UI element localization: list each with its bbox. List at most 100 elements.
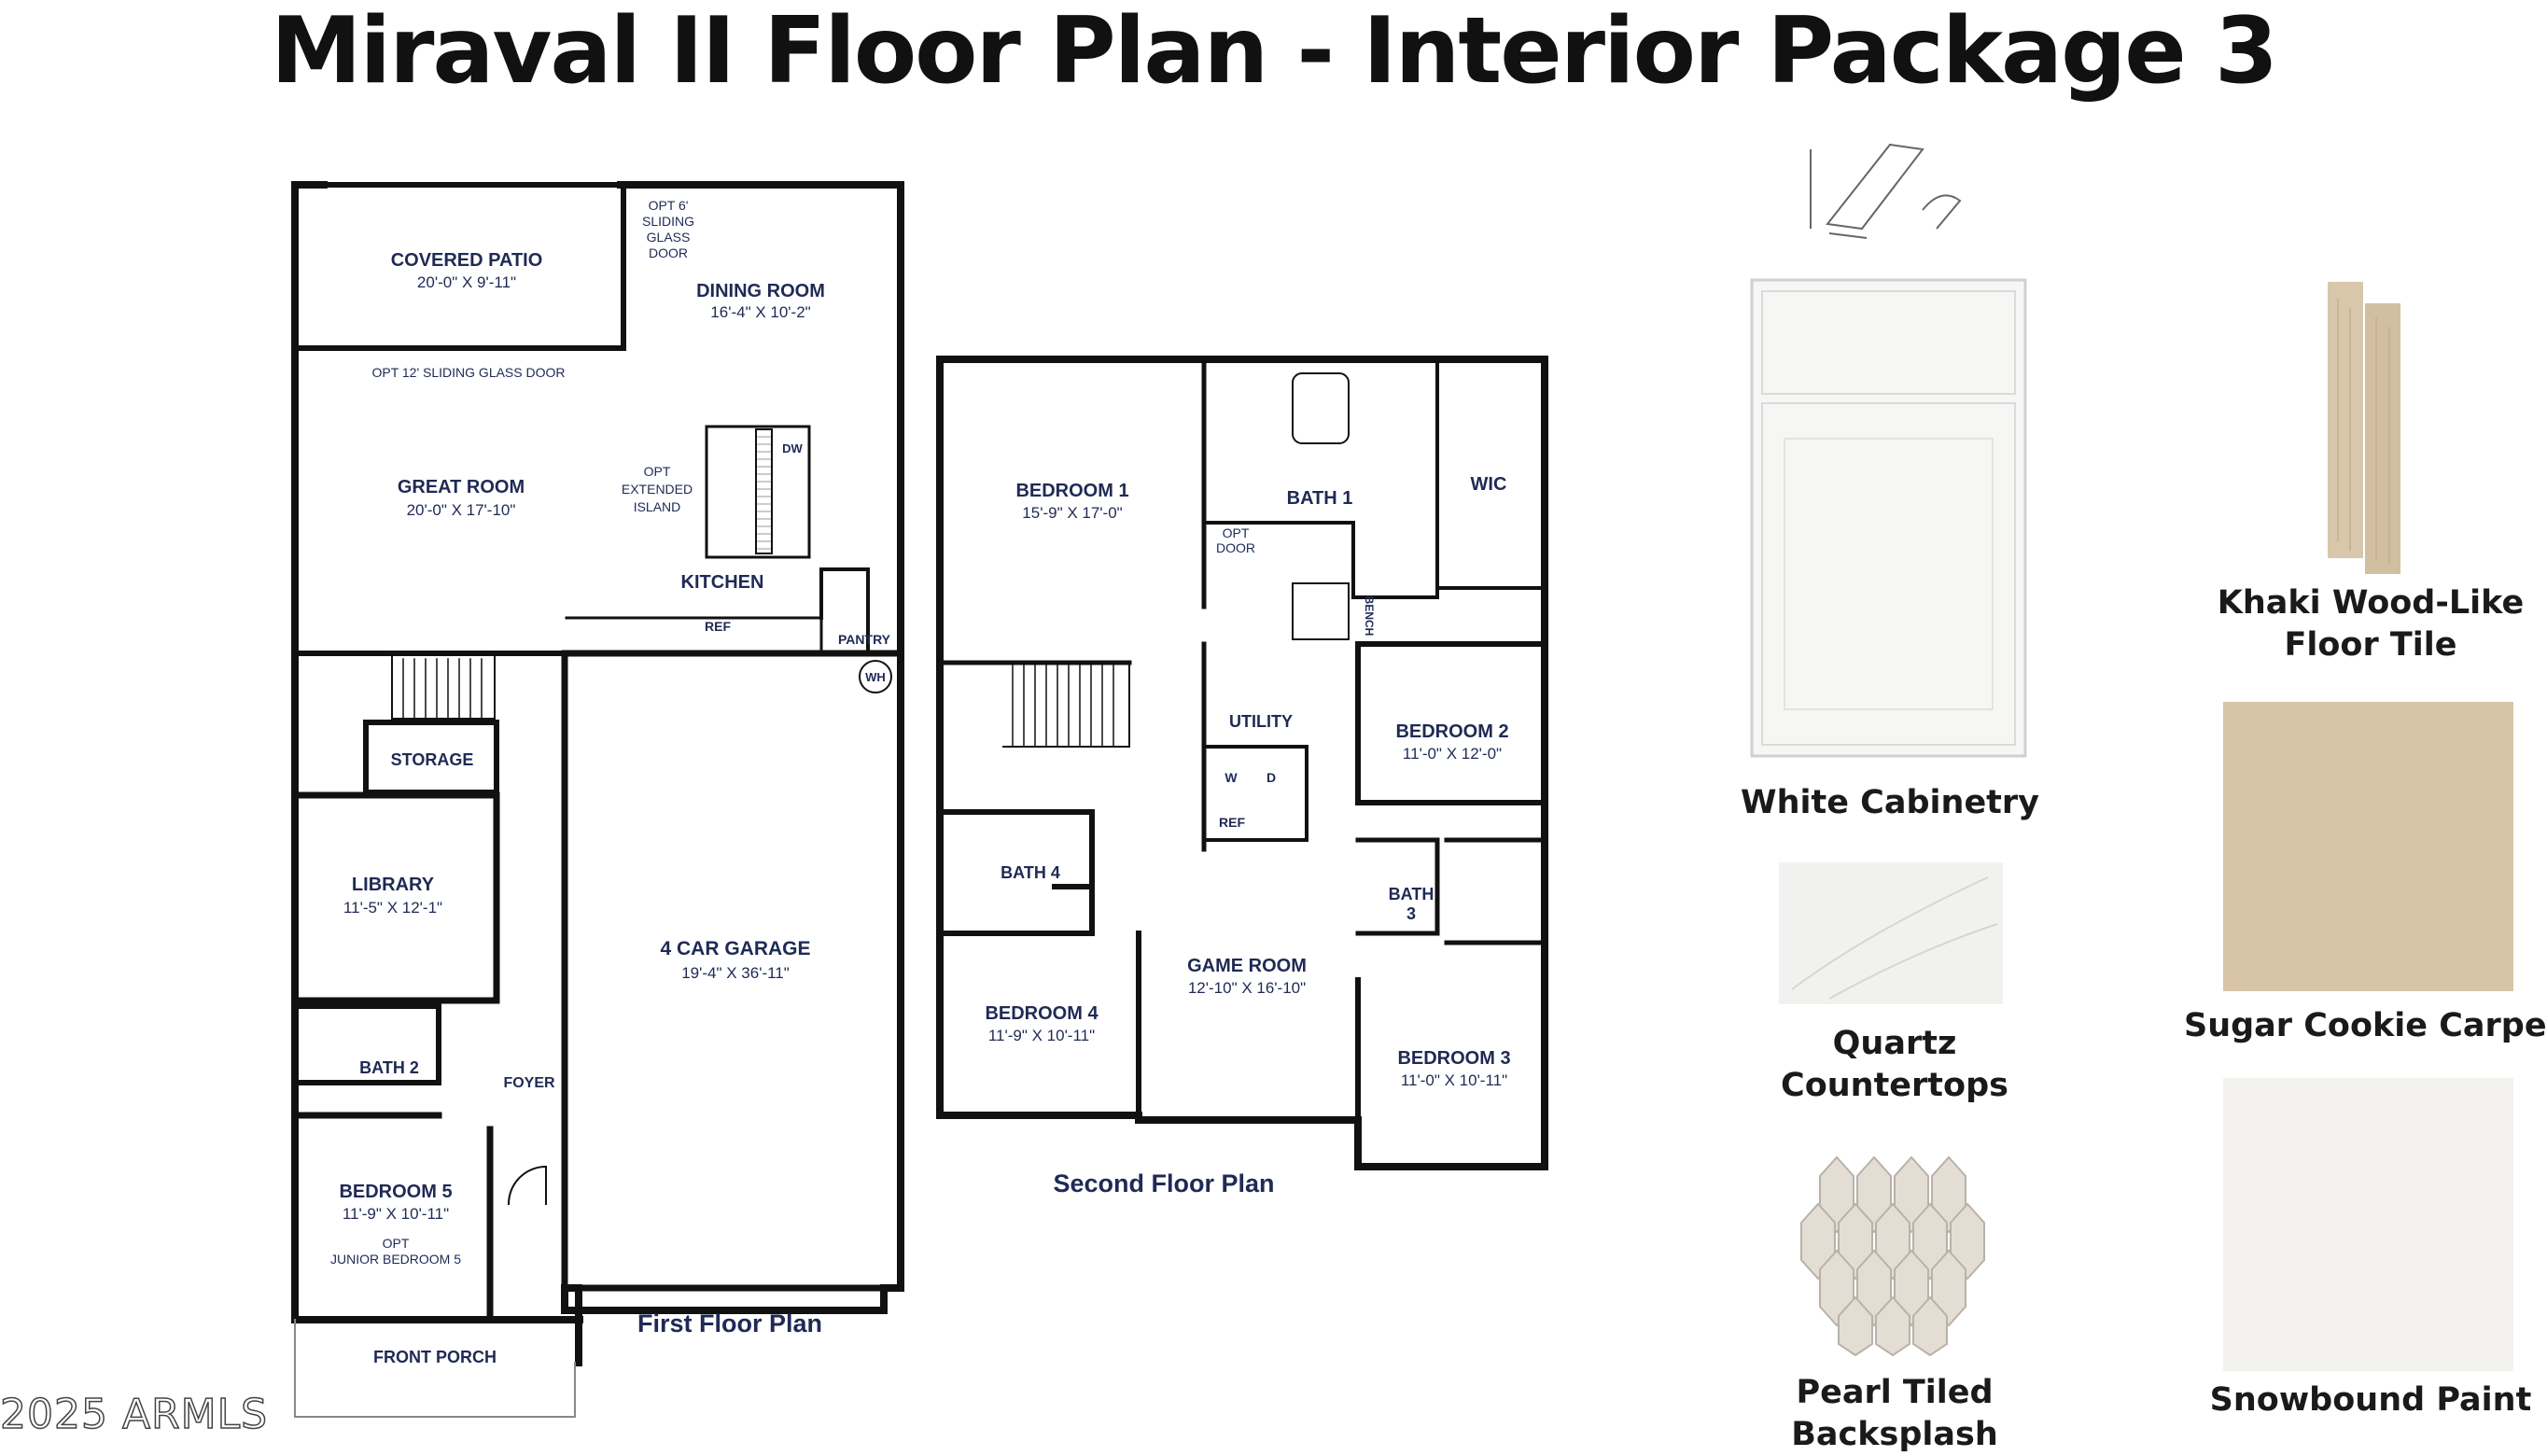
backsplash-label-line2: Backsplash xyxy=(1791,1416,1998,1453)
sf-utility-wall xyxy=(1202,745,1308,842)
bench-label: BENCH xyxy=(1363,596,1376,637)
bedroom4-dim: 11'-9" X 10'-11" xyxy=(988,1027,1095,1044)
garage-dim: 19'-4" X 36'-11" xyxy=(681,964,790,982)
library-dim: 11'-5" X 12'-1" xyxy=(343,899,442,917)
opt-slider-note-4: DOOR xyxy=(649,245,688,260)
game-room-dim: 12'-10" X 16'-10" xyxy=(1188,979,1306,997)
crown-molding-sketch xyxy=(1810,143,1962,239)
opt-slider-note-1: OPT 6' xyxy=(649,198,689,213)
ref-label-sf: REF xyxy=(1219,815,1245,830)
paint-swatch xyxy=(2223,1078,2513,1371)
opt-island-note-3: ISLAND xyxy=(634,499,681,514)
bedroom5-wall xyxy=(291,1112,494,1323)
covered-patio-label: COVERED PATIO xyxy=(391,250,543,271)
countertops-label-line1: Quartz xyxy=(1832,1025,1957,1062)
paint-label: Snowbound Paint xyxy=(2209,1381,2532,1419)
bedroom3-label: BEDROOM 3 xyxy=(1397,1048,1510,1069)
bedroom2-label: BEDROOM 2 xyxy=(1395,721,1508,742)
opt-slider-note-3: GLASS xyxy=(647,230,691,245)
second-floor-plan xyxy=(936,356,1548,1170)
bedroom5-opt-junior: JUNIOR BEDROOM 5 xyxy=(330,1252,461,1267)
kitchen-island xyxy=(705,425,811,559)
ff-stair xyxy=(391,652,496,720)
dryer-label: D xyxy=(1267,770,1276,785)
game-room-label: GAME ROOM xyxy=(1187,956,1307,976)
wh-label: WH xyxy=(865,670,886,684)
island-seat xyxy=(755,428,773,554)
water-heater-symbol xyxy=(859,660,892,693)
bedroom5-label: BEDROOM 5 xyxy=(339,1182,452,1202)
page-title: Miraval II Floor Plan - Interior Package… xyxy=(270,0,2278,105)
bedroom2-dim: 11'-0" X 12'-0" xyxy=(1403,745,1502,763)
sf-bedroom2-wall xyxy=(1355,641,1547,805)
ff-pantry-wall xyxy=(819,567,870,655)
foyer-door xyxy=(507,1165,547,1206)
great-room-label: GREAT ROOM xyxy=(398,477,525,497)
white-cabinetry-swatch xyxy=(1750,278,2027,758)
carpet-label: Sugar Cookie Carpet xyxy=(2184,1007,2547,1044)
dw-label: DW xyxy=(782,441,803,455)
first-floor-caption: First Floor Plan xyxy=(637,1309,822,1337)
sf-bedroom1-wall xyxy=(937,357,1207,852)
front-porch-outline xyxy=(294,1319,576,1418)
bedroom1-label: BEDROOM 1 xyxy=(1015,481,1128,501)
backsplash-swatch xyxy=(1799,1155,1985,1358)
floor-tile-label: Khaki Wood-Like Floor Tile xyxy=(2203,582,2539,666)
floor-tile-label-line2: Floor Tile xyxy=(2284,626,2457,664)
storage-label: STORAGE xyxy=(391,750,474,769)
quartz-swatch xyxy=(1779,862,2003,1004)
copyright-watermark: 2025 ARMLS xyxy=(0,1390,269,1439)
second-floor-caption: Second Floor Plan xyxy=(1053,1169,1274,1197)
sf-stair xyxy=(1002,662,1130,748)
bath3-label: BATH xyxy=(1389,885,1434,903)
bedroom5-dim: 11'-9" X 10'-11" xyxy=(343,1205,449,1223)
library-label: LIBRARY xyxy=(352,875,435,895)
carpet-swatch xyxy=(2223,702,2513,991)
opt-island-note-2: EXTENDED xyxy=(622,482,693,497)
washer-label: W xyxy=(1225,770,1238,785)
cabinetry-label: White Cabinetry xyxy=(1741,784,2039,821)
wic-label: WIC xyxy=(1471,474,1507,495)
bath2-wall xyxy=(292,1003,441,1085)
tub xyxy=(1292,372,1350,444)
dining-room-label: DINING ROOM xyxy=(696,281,825,301)
wood-tile-swatch xyxy=(2328,282,2400,574)
utility-label: UTILITY xyxy=(1229,712,1293,731)
backsplash-label-line1: Pearl Tiled xyxy=(1796,1374,1994,1411)
bath4-label: BATH 4 xyxy=(1001,863,1060,882)
shower xyxy=(1292,582,1350,640)
bedroom5-opt: OPT xyxy=(383,1236,410,1251)
garage-label: 4 CAR GARAGE xyxy=(660,938,810,959)
covered-patio-box xyxy=(292,182,626,351)
bath1-label: BATH 1 xyxy=(1287,488,1353,509)
bedroom1-dim: 15'-9" X 17'-0" xyxy=(1022,504,1122,522)
sf-bath4-wall xyxy=(937,809,1095,936)
opt-slider-note-2: SLIDING xyxy=(642,214,694,229)
kitchen-label: KITCHEN xyxy=(681,572,764,593)
first-floor-plan xyxy=(291,181,904,1418)
backsplash-label: Pearl Tiled Backsplash xyxy=(1755,1372,2035,1456)
opt-door-note-1: OPT xyxy=(1223,525,1250,540)
bath3-number: 3 xyxy=(1406,904,1416,923)
opt-door-note-2: DOOR xyxy=(1216,540,1255,555)
bath2-label: BATH 2 xyxy=(359,1058,419,1077)
bedroom3-dim: 11'-0" X 10'-11" xyxy=(1401,1071,1507,1089)
bedroom4-label: BEDROOM 4 xyxy=(985,1003,1099,1024)
sf-bath3-wall xyxy=(1355,837,1547,945)
library-wall xyxy=(291,791,500,1004)
opt-island-note-1: OPT xyxy=(644,464,671,479)
pantry-label: PANTRY xyxy=(838,632,891,647)
floor-tile-label-line1: Khaki Wood-Like xyxy=(2217,584,2525,622)
garage-box xyxy=(561,650,904,1292)
front-porch-label: FRONT PORCH xyxy=(373,1348,497,1366)
sf-bath1-wall xyxy=(1202,357,1439,599)
opt-12-slider-note: OPT 12' SLIDING GLASS DOOR xyxy=(371,365,565,380)
foyer-label: FOYER xyxy=(503,1075,555,1091)
great-room-dim: 20'-0" X 17'-10" xyxy=(407,501,516,519)
ff-kitchen-counter xyxy=(565,616,823,655)
covered-patio-dim: 20'-0" X 9'-11" xyxy=(417,273,516,291)
ref-label-ff: REF xyxy=(705,619,731,634)
countertops-label: Quartz Countertops xyxy=(1755,1023,2035,1107)
dining-room-dim: 16'-4" X 10'-2" xyxy=(710,303,810,321)
